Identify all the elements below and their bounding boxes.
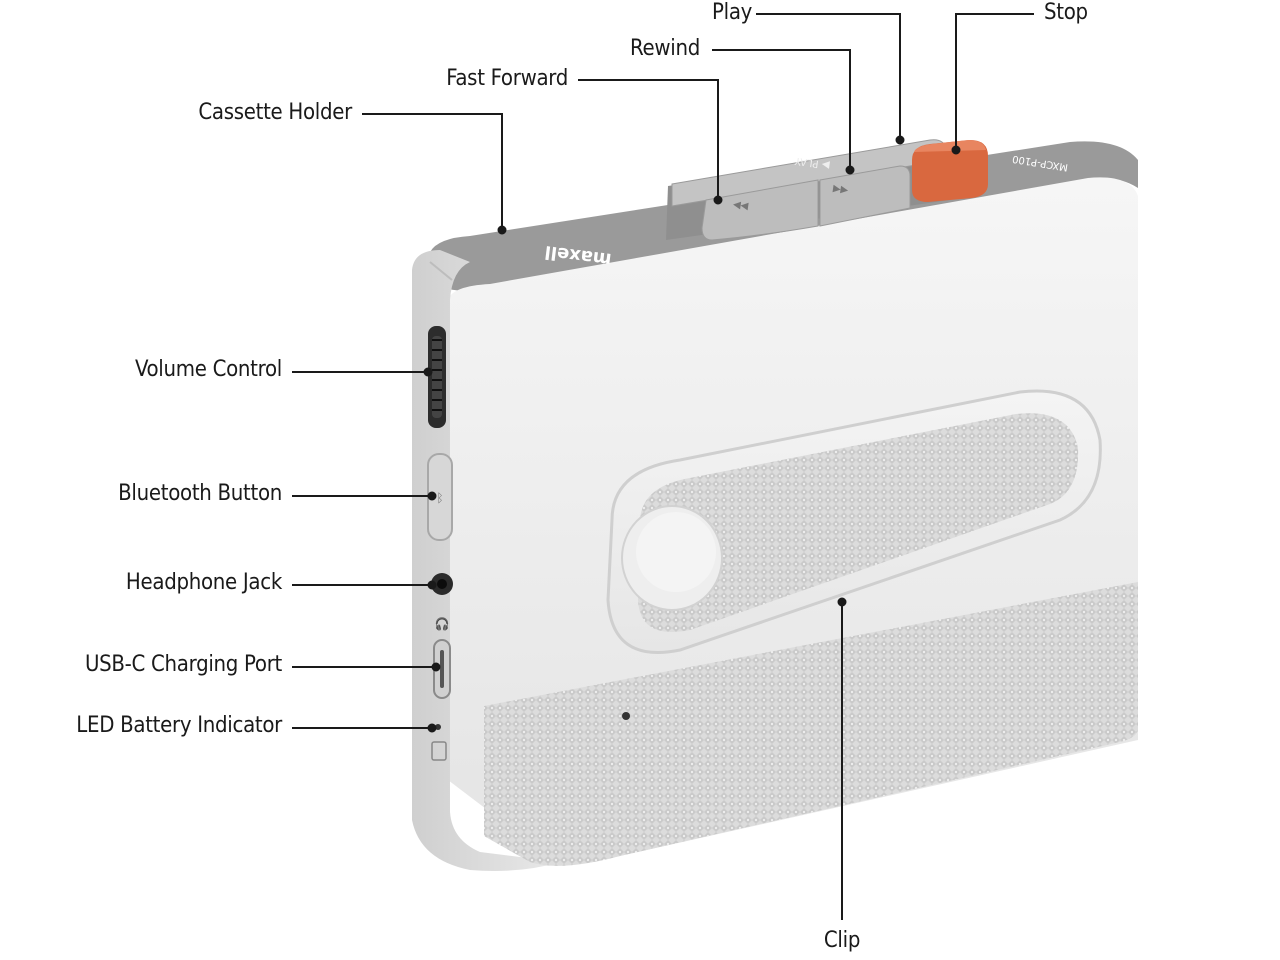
label-bluetooth-button: Bluetooth Button [118, 481, 282, 506]
label-stop: Stop [1044, 0, 1088, 25]
rewind-button[interactable]: ◀◀ [819, 165, 911, 227]
speaker-grille [484, 582, 1138, 866]
label-headphone-jack: Headphone Jack [125, 570, 282, 595]
volume-wheel[interactable] [428, 326, 446, 428]
bluetooth-icon: ᛒ [436, 491, 443, 505]
led-indicator [435, 724, 441, 730]
ff-symbol: ▶▶ [732, 199, 749, 212]
microphone-hole [622, 712, 630, 720]
stop-button[interactable] [912, 140, 988, 202]
leader-lines [292, 13, 1034, 920]
label-play: Play [712, 0, 753, 25]
leader-rewind [712, 49, 851, 170]
label-usb-c-port: USB-C Charging Port [84, 652, 282, 677]
leader-play [756, 13, 901, 140]
battery-icon [431, 741, 447, 761]
rw-symbol: ◀◀ [832, 183, 849, 196]
label-rewind: Rewind [630, 36, 700, 61]
leader-cassette-holder [362, 113, 503, 230]
headphone-icon: 🎧 [435, 617, 450, 631]
label-fast-forward: Fast Forward [446, 66, 568, 91]
fast-forward-button[interactable]: ▶▶ [701, 179, 819, 241]
label-led-indicator: LED Battery Indicator [76, 713, 282, 738]
device-side [412, 250, 560, 871]
leader-fast-forward [578, 79, 719, 200]
label-clip: Clip [823, 928, 861, 953]
label-cassette-holder: Cassette Holder [198, 100, 352, 125]
belt-clip[interactable] [606, 389, 1102, 655]
leader-stop [955, 13, 1034, 150]
headphone-jack[interactable] [431, 573, 453, 595]
label-volume-control: Volume Control [134, 357, 282, 382]
play-marking: ▶ PLAY [793, 155, 830, 171]
